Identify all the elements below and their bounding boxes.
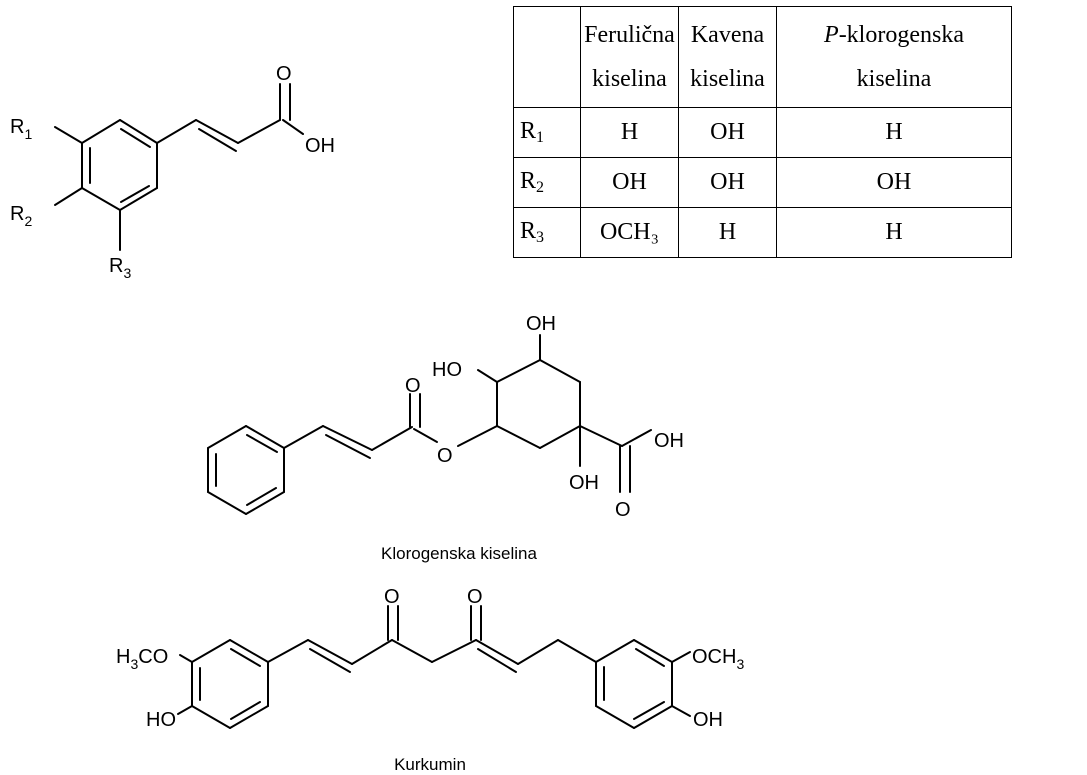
substituent-bonds <box>54 126 121 251</box>
top-oh-label: OH <box>526 313 556 335</box>
r3-label: R3 <box>109 255 131 281</box>
row-label: R3 <box>513 207 581 258</box>
table-cell: OH <box>678 107 777 158</box>
acid-carbonyl-oxygen-label: O <box>615 499 631 521</box>
table-row: R1 H OH H <box>513 107 1012 158</box>
right-aryl-ring <box>557 639 691 729</box>
chlorogenic-acid-structure: OH HO O O OH OH O Klorogenska kiselina <box>207 313 684 563</box>
carboxyl-group <box>619 429 652 493</box>
ester-oxygen-label: O <box>437 445 453 467</box>
row-label: R2 <box>513 157 581 208</box>
table-cell: H <box>776 207 1012 258</box>
row-label: R1 <box>513 107 581 158</box>
table-cell: OH <box>776 157 1012 208</box>
heptadienedione-chain <box>267 605 559 673</box>
r1-label: R1 <box>10 116 32 142</box>
table-row: R3 OCH₃ H H <box>513 207 1012 258</box>
header-blank-cell <box>513 6 581 108</box>
acid-oh-label: OH <box>654 430 684 452</box>
table-cell: OH <box>580 157 679 208</box>
table-cell: OH <box>678 157 777 208</box>
hydroxycinnamic-acid-structure: O OH R1 R2 R3 <box>10 63 335 281</box>
quinic-ring <box>457 334 623 467</box>
carbonyl-oxygen-1-label: O <box>384 586 400 608</box>
table-row: R2 OH OH OH <box>513 157 1012 208</box>
left-aryl-ring <box>177 639 269 729</box>
phenyl-ring <box>207 425 285 515</box>
table-cell: OCH₃ <box>580 207 679 258</box>
ho-label: HO <box>432 359 462 381</box>
benzene-ring <box>81 119 158 211</box>
carbonyl-oxygen-label: O <box>276 63 292 85</box>
curcumin-caption: Kurkumin <box>394 755 466 774</box>
ho-label: HO <box>146 709 176 731</box>
table-cell: H <box>678 207 777 258</box>
chlorogenic-caption: Klorogenska kiselina <box>381 544 537 563</box>
oh-label: OH <box>693 709 723 731</box>
h3co-label: H3CO <box>116 646 168 672</box>
table-cell: H <box>776 107 1012 158</box>
och3-label: OCH3 <box>692 646 744 672</box>
carbonyl-oxygen-2-label: O <box>467 586 483 608</box>
curcumin-structure: O O H3CO OCH3 HO OH Kurkumin <box>116 586 744 774</box>
cinnamoyl-chain <box>283 393 438 459</box>
ring-oh-label: OH <box>569 472 599 494</box>
carboxyl-oh-label: OH <box>305 135 335 157</box>
ester-carbonyl-oxygen-label: O <box>405 375 421 397</box>
table-cell: H <box>580 107 679 158</box>
propenoic-chain <box>156 83 304 152</box>
r2-label: R2 <box>10 203 32 229</box>
